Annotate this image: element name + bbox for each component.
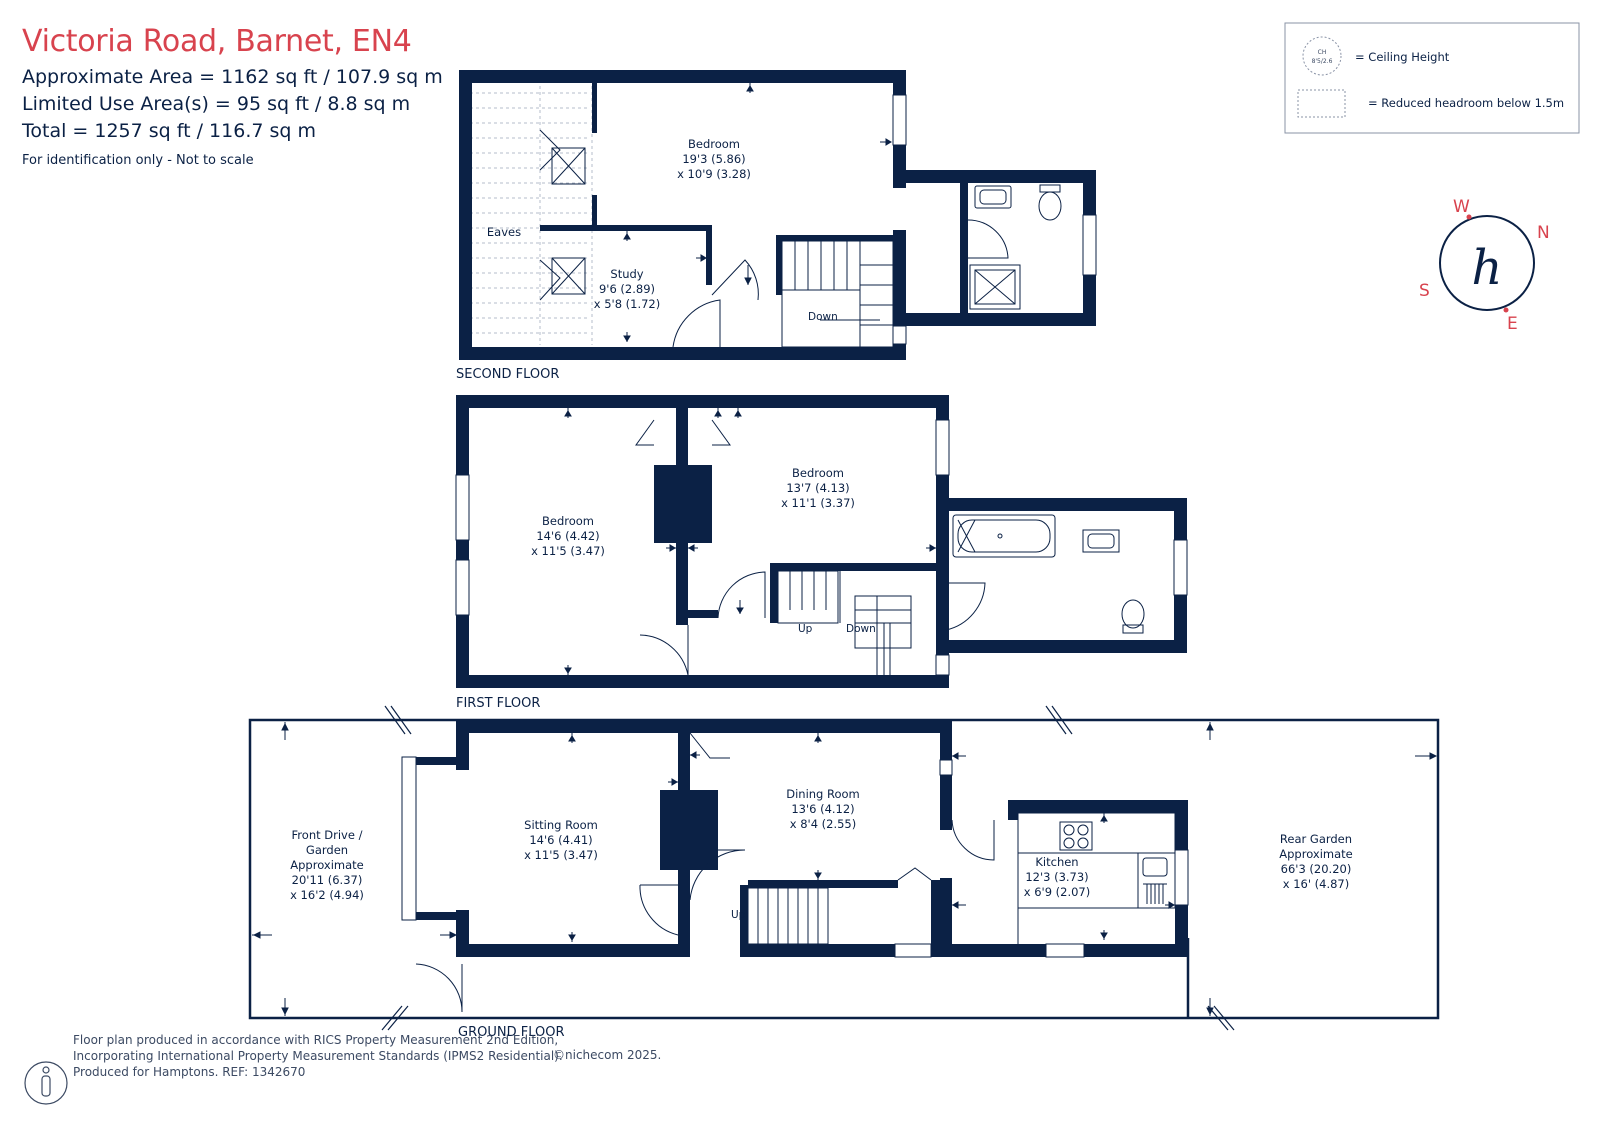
second-floor-label: SECOND FLOOR <box>456 367 559 382</box>
compass-e: E <box>1507 314 1518 334</box>
ceiling-icon-top: CH <box>1318 49 1327 56</box>
first-bedroom-left-dim2: x 11'5 (3.47) <box>531 544 605 558</box>
kitchen-dim1: 12'3 (3.73) <box>1025 870 1088 884</box>
front-garden-dim2: x 16'2 (4.94) <box>290 888 364 902</box>
reduced-headroom-label: = Reduced headroom below 1.5m <box>1368 96 1564 110</box>
dining-room-dim1: 13'6 (4.12) <box>791 802 854 816</box>
identification-note: For identification only - Not to scale <box>22 153 254 168</box>
eaves-label: Eaves <box>487 225 521 239</box>
first-bedroom-left-name: Bedroom <box>542 514 594 528</box>
first-floor-label: FIRST FLOOR <box>456 696 540 711</box>
ceiling-height-icon <box>1302 36 1342 76</box>
second-bedroom-name: Bedroom <box>688 137 740 151</box>
dining-room-name: Dining Room <box>786 787 860 801</box>
second-bedroom-dim1: 19'3 (5.86) <box>682 152 745 166</box>
first-bedroom-left-dim1: 14'6 (4.42) <box>536 529 599 543</box>
compass-s: S <box>1419 281 1430 301</box>
compass-n: N <box>1537 223 1550 243</box>
sitting-room-dim2: x 11'5 (3.47) <box>524 848 598 862</box>
compass: h W N S E <box>1419 197 1550 334</box>
front-garden-l3: Approximate <box>290 858 363 872</box>
rear-garden-l1: Rear Garden <box>1280 832 1352 846</box>
first-floor: Bedroom 14'6 (4.42) x 11'5 (3.47) Bedroo… <box>455 395 1188 711</box>
first-bedroom-right-name: Bedroom <box>792 466 844 480</box>
footer-line-3: Produced for Hamptons. REF: 1342670 <box>73 1065 306 1079</box>
front-garden-l2: Garden <box>306 843 348 857</box>
legend: CH 8'5/2.6 = Ceiling Height = Reduced he… <box>1284 22 1580 134</box>
first-bedroom-right-dim2: x 11'1 (3.37) <box>781 496 855 510</box>
rear-garden-dim1: 66'3 (20.20) <box>1281 862 1352 876</box>
first-up-label: Up <box>798 623 813 635</box>
ground-floor-label: GROUND FLOOR <box>458 1025 564 1040</box>
rear-garden-l2: Approximate <box>1279 847 1352 861</box>
ground-up-label: Up <box>731 909 746 921</box>
compass-w: W <box>1453 197 1470 217</box>
property-title: Victoria Road, Barnet, EN4 <box>22 24 412 59</box>
info-person-icon <box>24 1061 68 1105</box>
first-bedroom-right-dim1: 13'7 (4.13) <box>786 481 849 495</box>
second-down-label: Down <box>808 311 838 323</box>
study-dim2: x 5'8 (1.72) <box>594 297 661 311</box>
sitting-room-name: Sitting Room <box>524 818 598 832</box>
footer-line-2: Incorporating International Property Mea… <box>73 1049 563 1063</box>
front-garden-l1: Front Drive / <box>292 828 363 842</box>
front-garden-dim1: 20'11 (6.37) <box>292 873 363 887</box>
footer-notes: Floor plan produced in accordance with R… <box>73 1032 563 1080</box>
total-area: Total = 1257 sq ft / 116.7 sq m <box>22 120 316 142</box>
logo-h-icon: h <box>1472 240 1503 296</box>
limited-use-area: Limited Use Area(s) = 95 sq ft / 8.8 sq … <box>22 93 411 115</box>
copyright: ©nichecom 2025. <box>553 1048 662 1062</box>
kitchen-name: Kitchen <box>1035 855 1078 869</box>
rear-garden-dim2: x 16' (4.87) <box>1283 877 1350 891</box>
sitting-room-dim1: 14'6 (4.41) <box>529 833 592 847</box>
dining-room-dim2: x 8'4 (2.55) <box>790 817 857 831</box>
second-floor: Bedroom 19'3 (5.86) x 10'9 (3.28) Study … <box>456 70 1097 382</box>
ground-floor: Front Drive / Garden Approximate 20'11 (… <box>248 705 1440 1040</box>
first-down-label: Down <box>846 623 876 635</box>
second-bedroom-dim2: x 10'9 (3.28) <box>677 167 751 181</box>
study-name: Study <box>610 267 643 281</box>
study-dim1: 9'6 (2.89) <box>599 282 655 296</box>
reduced-headroom-icon <box>1297 89 1346 118</box>
approximate-area: Approximate Area = 1162 sq ft / 107.9 sq… <box>22 66 443 88</box>
ceiling-icon-bottom: 8'5/2.6 <box>1312 58 1333 65</box>
kitchen-dim2: x 6'9 (2.07) <box>1024 885 1091 899</box>
ceiling-height-label: = Ceiling Height <box>1355 50 1450 64</box>
footer-line-1: Floor plan produced in accordance with R… <box>73 1033 559 1047</box>
